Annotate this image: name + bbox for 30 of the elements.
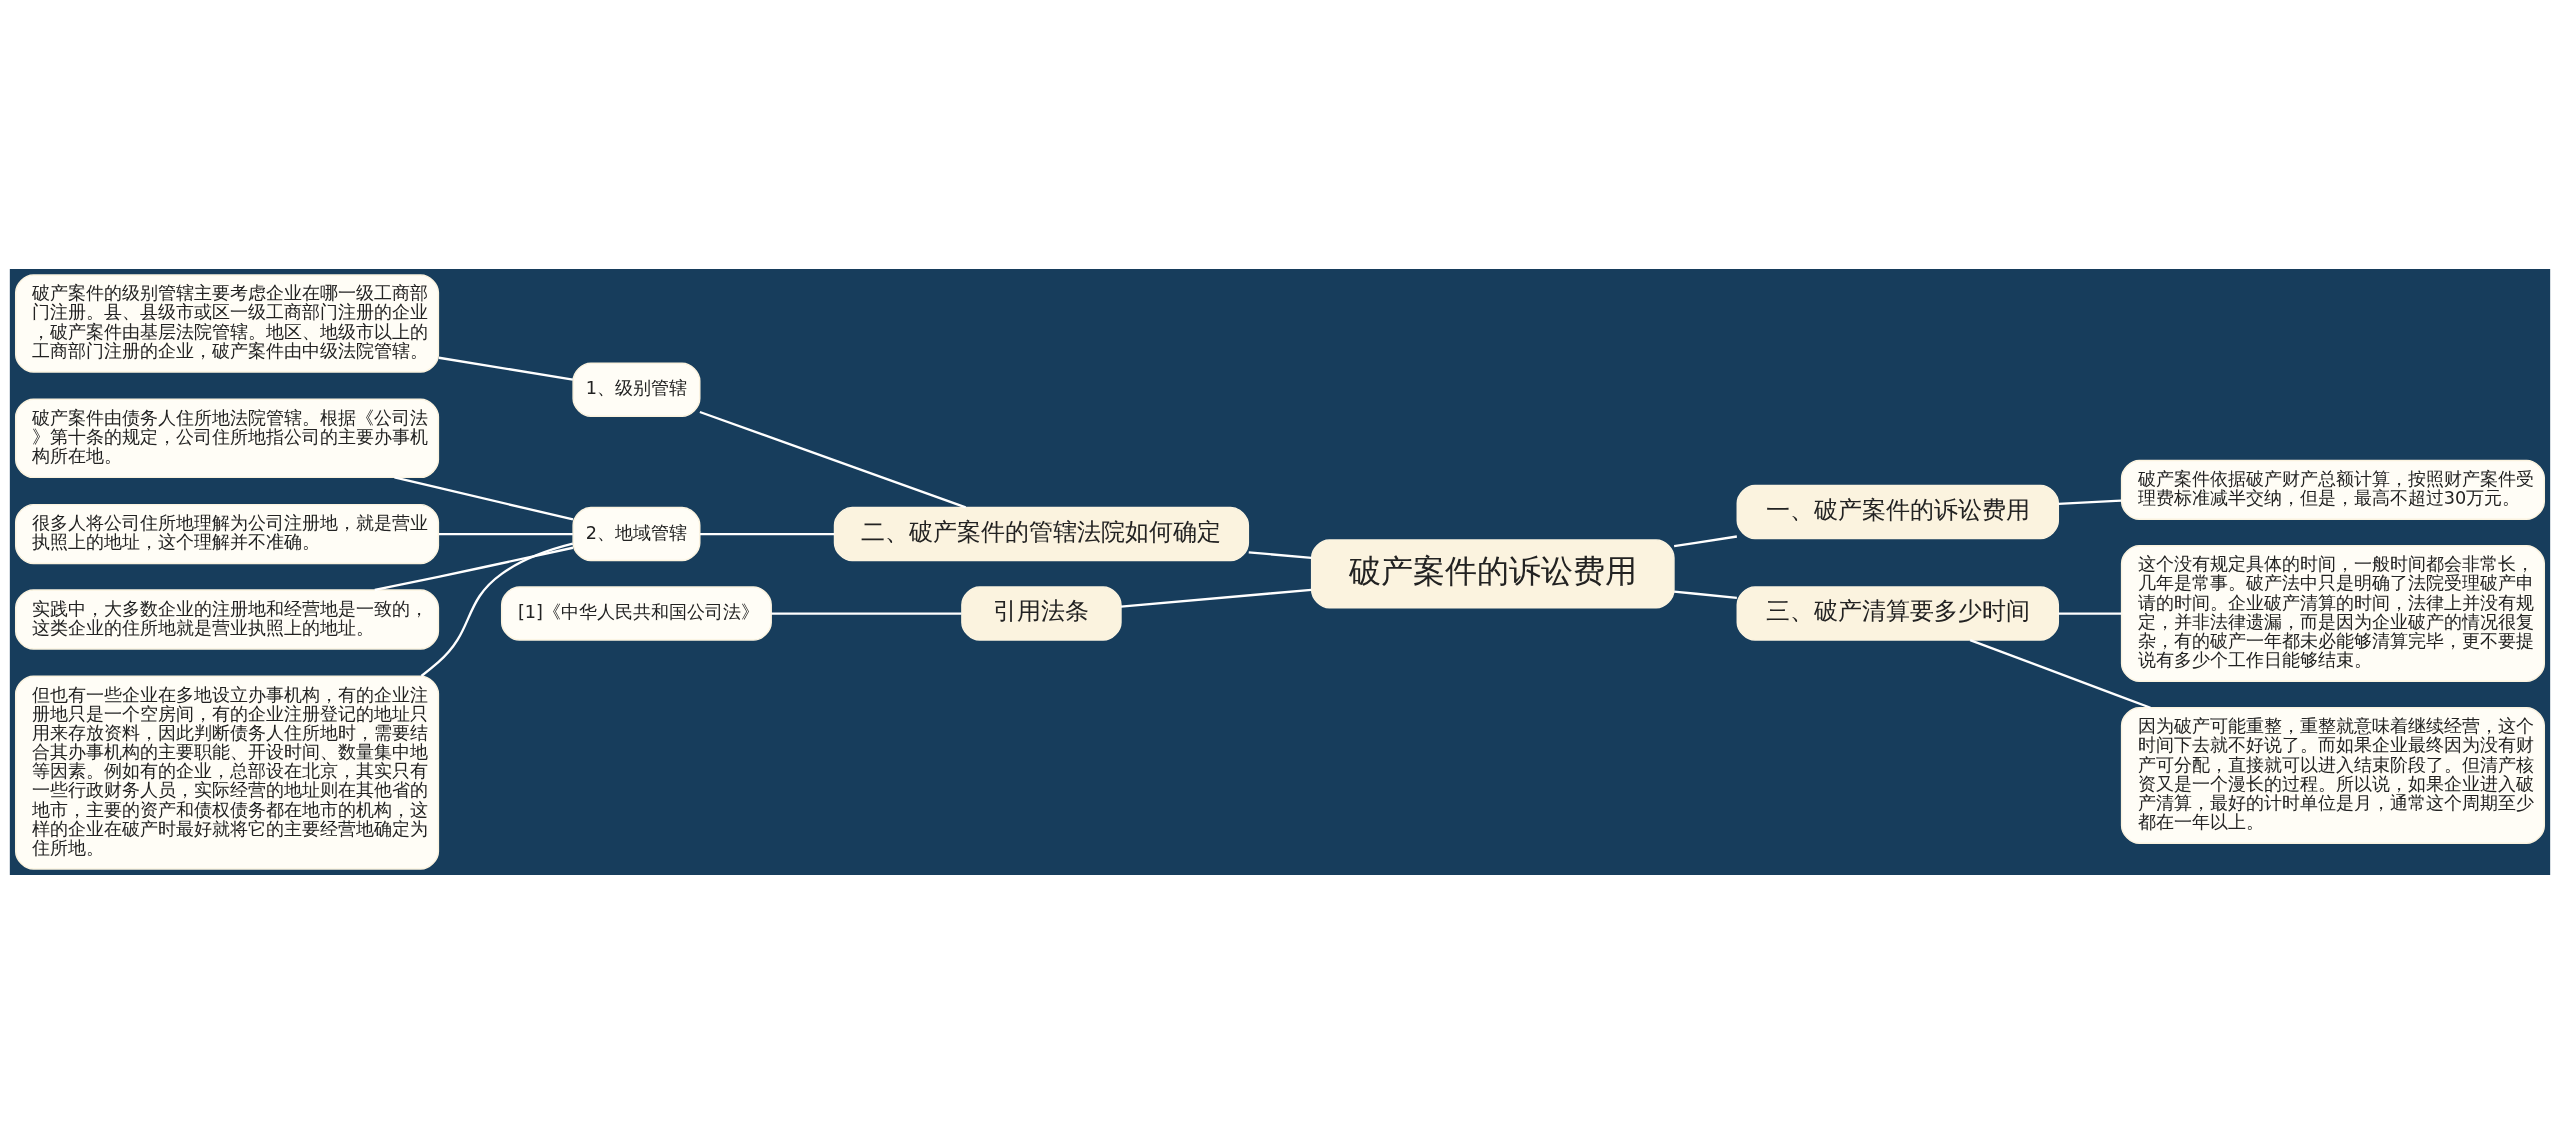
node-box: 一、破产案件的诉讼费用	[1736, 484, 2060, 539]
node-box: 很多人将公司住所地理解为公司注册地，就是营业执照上的地址，这个理解并不准确。	[15, 503, 440, 564]
connector	[699, 410, 967, 508]
connector	[2058, 498, 2122, 505]
node-box: 引用法条	[961, 585, 1122, 641]
node-box: 这个没有规定具体的时间，一般时间都会非常长，几年是常事。破产法中只是明确了法院受理破产申请的时间。企业破产清算的时间，法律上并没有规定，并非法律遗漏，而是因为企业破产的情况很复杂，有的破产一年都未必能够清算完毕，更不要提说有多少个工作日能够结束。	[2120, 544, 2545, 682]
node-box: 因为破产可能重整，重整就意味着继续经营，这个时间下去就不好说了。而如果企业最终因为没有财产可分配，直接就可以进入结束阶段了。但清产核资又是一个漫长的过程。所以说，如果企业进入破产清算，最好的计时单位是月，通常这个周期至少都在一年以上。	[2120, 706, 2545, 844]
connector	[1248, 550, 1312, 559]
node-box: 破产案件依据破产财产总额计算，按照财产案件受理费标准减半交纳，但是，最高不超过30万元。	[2120, 459, 2545, 520]
node-box: 破产案件的诉讼费用	[1310, 538, 1675, 608]
connector	[1120, 588, 1312, 608]
node-box: 三、破产清算要多少时间	[1736, 585, 2060, 641]
connector	[1674, 589, 1737, 599]
connector	[438, 356, 574, 381]
node-box: 但也有一些企业在多地设立办事机构，有的企业注册地只是一个空房间，有的企业注册登记的地址只用来存放资料，因此判断债务人住所地时，需要结合其办事机构的主要职能、开设时间、数量集中地等因素。例如有的企业，总部设在北京，其实只有一些行政财务人员，实际经营的地址则在其他省的地市，主要的资产和债权债务都在地市的机构，这样的企业在破产时最好就将它的主要经营地确定为住所地。	[15, 674, 440, 870]
connector	[394, 475, 574, 521]
connector	[699, 532, 835, 535]
connector	[420, 542, 574, 677]
node-box: 二、破产案件的管辖法院如何确定	[833, 506, 1250, 561]
node-box: 破产案件的级别管辖主要考虑企业在哪一级工商部门注册。县、县级市或区一级工商部门注册的企业，破产案件由基层法院管辖。地区、地级市以上的工商部门注册的企业，破产案件由中级法院管辖。	[15, 273, 440, 373]
node-box: 1、级别管辖	[572, 362, 701, 417]
connector	[2058, 611, 2122, 615]
connector	[438, 532, 573, 535]
connector	[1673, 534, 1738, 547]
node-box: 实践中，大多数企业的注册地和经营地是一致的，这类企业的住所地就是营业执照上的地址。	[15, 588, 440, 650]
connector	[771, 611, 962, 615]
connector	[1969, 638, 2151, 709]
node-box: 2、地域管辖	[572, 506, 701, 561]
node-box: 破产案件由债务人住所地法院管辖。根据《公司法》第十条的规定，公司住所地指公司的主要办事机构所在地。	[15, 398, 440, 478]
node-box: [1]《中华人民共和国公司法》	[500, 585, 772, 641]
